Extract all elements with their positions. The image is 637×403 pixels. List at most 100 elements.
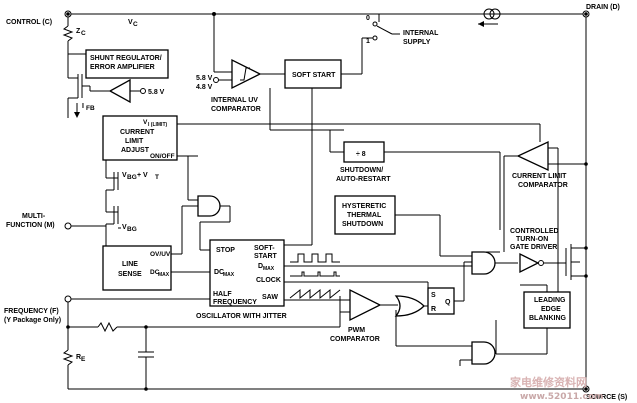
thermal-shutdown-block: HYSTERETIC THERMAL SHUTDOWN <box>334 195 472 257</box>
svg-text:ADJUST: ADJUST <box>121 147 150 154</box>
svg-text:+ V: + V <box>137 172 148 179</box>
svg-text:SHUNT REGULATOR/: SHUNT REGULATOR/ <box>90 55 162 62</box>
svg-text:CURRENT LIMIT: CURRENT LIMIT <box>512 173 567 180</box>
svg-text:MULTI-: MULTI- <box>22 213 46 220</box>
svg-text:BG: BG <box>127 174 137 181</box>
svg-text:D: D <box>258 263 263 270</box>
or-gate <box>394 295 428 317</box>
svg-text:COMPARATOR: COMPARATOR <box>330 336 380 343</box>
watermark: 家电维修资料网 www.52011.com <box>510 375 603 402</box>
svg-text:SHUTDOWN: SHUTDOWN <box>342 221 383 228</box>
svg-text:E: E <box>81 356 86 363</box>
svg-text:THERMAL: THERMAL <box>347 212 382 219</box>
svg-text:DC: DC <box>214 269 224 276</box>
svg-text:BLANKING: BLANKING <box>529 315 566 322</box>
svg-text:www.52011.com: www.52011.com <box>520 392 603 402</box>
svg-text:TURN-ON: TURN-ON <box>516 236 548 243</box>
svg-text:SENSE: SENSE <box>118 271 142 278</box>
current-limit-adjust-block: CURRENT LIMIT ADJUST V I (LIMIT) ON/OFF <box>102 115 541 161</box>
svg-text:SOFT START: SOFT START <box>292 72 336 79</box>
svg-text:I (LIMIT): I (LIMIT) <box>148 122 167 128</box>
main-and-gate <box>471 251 518 275</box>
internal-uv-comparator: 5.8 V 4.8 V INTERNAL UV COMPARATOR <box>196 14 285 113</box>
svg-text:C: C <box>133 21 138 28</box>
svg-text:Q: Q <box>445 299 451 306</box>
pwm-comparator: PWM COMPARATOR <box>330 288 398 343</box>
svg-text:V: V <box>128 19 133 26</box>
svg-text:MAX: MAX <box>223 272 235 278</box>
svg-text:LEADING: LEADING <box>534 297 566 304</box>
svg-text:HYSTERETIC: HYSTERETIC <box>342 203 386 210</box>
svg-text:÷ 8: ÷ 8 <box>356 151 366 158</box>
svg-text:LINE: LINE <box>122 261 138 268</box>
oscillator-block: STOP SOFT- START DC MAX D MAX CLOCK HALF… <box>196 239 312 320</box>
svg-text:CLOCK: CLOCK <box>256 277 281 284</box>
multi-function-pin[interactable]: MULTI- FUNCTION (M) <box>6 213 72 230</box>
svg-text:SHUTDOWN/: SHUTDOWN/ <box>340 167 383 174</box>
svg-text:COMPARATOR: COMPARATOR <box>518 182 568 189</box>
svg-text:FB: FB <box>86 105 95 112</box>
source-rail <box>68 387 588 391</box>
svg-text:家电维修资料网: 家电维修资料网 <box>510 375 587 389</box>
drain-pin[interactable]: DRAIN (D) <box>582 4 620 18</box>
svg-text:CONTROLLED: CONTROLLED <box>510 228 559 235</box>
svg-text:COMPARATOR: COMPARATOR <box>211 106 261 113</box>
svg-text:HALF: HALF <box>213 291 232 298</box>
svg-text:PWM: PWM <box>348 327 365 334</box>
svg-text:DRAIN (D): DRAIN (D) <box>586 4 620 11</box>
output-mosfet <box>565 244 588 280</box>
svg-text:FREQUENCY: FREQUENCY <box>213 299 257 306</box>
svg-text:5.8 V: 5.8 V <box>196 75 213 82</box>
svg-text:START: START <box>254 253 278 260</box>
svg-text:ERROR AMPLIFIER: ERROR AMPLIFIER <box>90 64 155 71</box>
svg-text:SOFT-: SOFT- <box>254 245 275 252</box>
svg-text:STOP: STOP <box>216 247 235 254</box>
svg-text:MAX: MAX <box>263 266 275 272</box>
svg-text:(Y Package Only): (Y Package Only) <box>4 317 61 324</box>
svg-text:CURRENT: CURRENT <box>120 129 155 136</box>
line-sense-block: LINE SENSE OV/UV DC MAX <box>102 205 210 291</box>
shunt-regulator-amp: SHUNT REGULATOR/ ERROR AMPLIFIER 5.8 V <box>85 49 169 104</box>
stop-and-gate <box>187 155 231 251</box>
control-pin[interactable]: CONTROL (C) <box>6 10 72 26</box>
soft-start-block: SOFT START <box>284 37 375 245</box>
svg-text:V: V <box>143 119 148 126</box>
zener-zc: Z C <box>62 17 86 54</box>
sr-latch: S R Q <box>427 261 472 315</box>
svg-text:MAX: MAX <box>158 272 170 278</box>
svg-text:GATE DRIVER: GATE DRIVER <box>510 244 557 251</box>
svg-text:V: V <box>122 224 127 231</box>
svg-text:EDGE: EDGE <box>541 306 561 313</box>
svg-text:T: T <box>155 174 159 181</box>
svg-text:R: R <box>431 306 436 313</box>
svg-text:CONTROL (C): CONTROL (C) <box>6 19 52 26</box>
svg-text:FREQUENCY (F): FREQUENCY (F) <box>4 308 59 315</box>
svg-text:LIMIT: LIMIT <box>125 138 144 145</box>
current-source <box>478 8 501 27</box>
ifb-mosfet: I FB <box>67 53 95 118</box>
svg-text:DC: DC <box>150 269 160 276</box>
svg-text:SAW: SAW <box>262 294 278 301</box>
vc-rail: V C <box>66 12 372 28</box>
divide-by-8-block: ÷ 8 SHUTDOWN/ AUTO-RESTART <box>269 88 501 230</box>
svg-text:R: R <box>76 354 81 361</box>
frequency-pin[interactable]: FREQUENCY (F) (Y Package Only) <box>4 295 72 324</box>
saw-waveform <box>284 288 350 301</box>
svg-text:Z: Z <box>76 28 81 35</box>
svg-text:5.8 V: 5.8 V <box>148 89 165 96</box>
leading-edge-blanking: LEADING EDGE BLANKING <box>496 284 571 355</box>
multi-function-network: V BG + V T V BG <box>71 160 159 246</box>
lower-and-gate <box>395 310 497 366</box>
svg-text:1: 1 <box>366 38 370 45</box>
svg-text:OSCILLATOR WITH JITTER: OSCILLATOR WITH JITTER <box>196 313 287 320</box>
internal-supply-switch: 0 1 INTERNAL SUPPLY <box>366 13 439 46</box>
svg-text:AUTO-RESTART: AUTO-RESTART <box>336 176 391 183</box>
svg-text:SUPPLY: SUPPLY <box>403 39 431 46</box>
svg-text:ON/OFF: ON/OFF <box>150 153 175 160</box>
clock-waveform <box>284 271 429 290</box>
svg-text:0: 0 <box>366 15 370 22</box>
svg-text:INTERNAL: INTERNAL <box>403 30 439 37</box>
gate-driver: CONTROLLED TURN-ON GATE DRIVER <box>510 228 566 274</box>
svg-text:4.8 V: 4.8 V <box>196 84 213 91</box>
